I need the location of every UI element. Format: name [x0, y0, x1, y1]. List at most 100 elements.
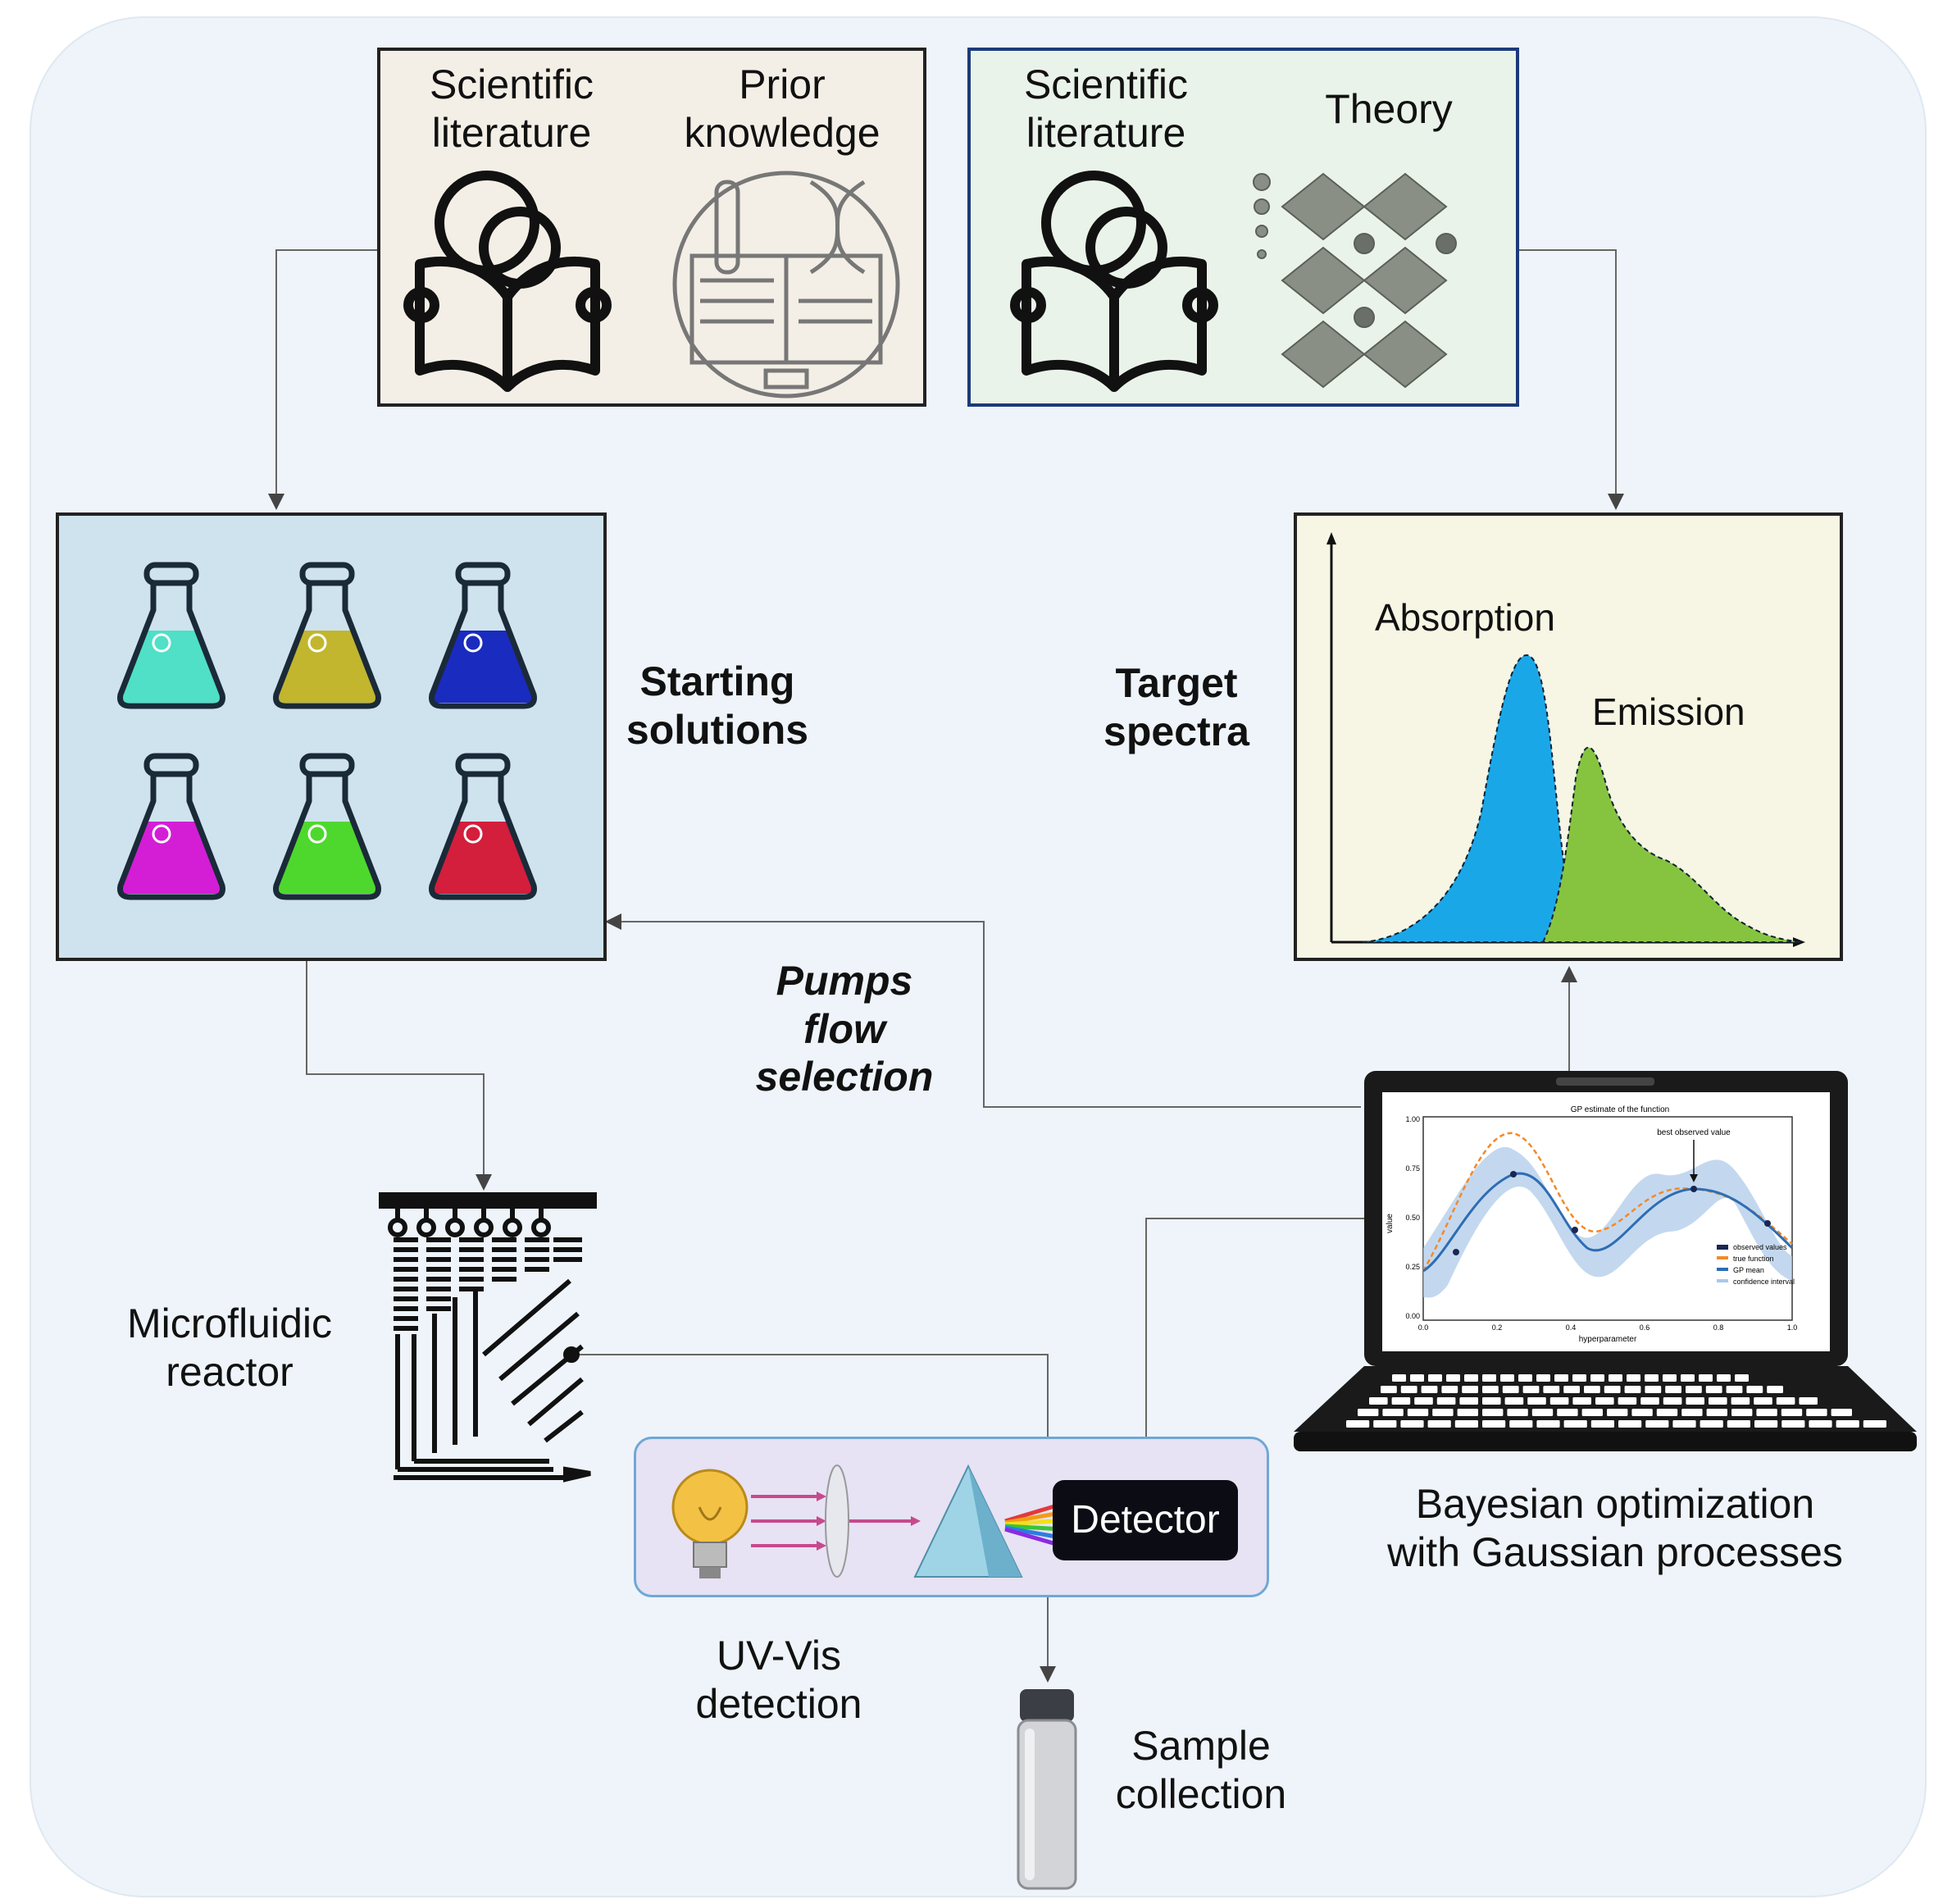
x-tick-label: 0.4 [1566, 1323, 1577, 1332]
y-tick-label: 0.00 [1405, 1312, 1420, 1320]
keyboard-key [1421, 1386, 1438, 1393]
screen-plot-ylabel: value [1386, 1214, 1395, 1233]
keyboard-key [1407, 1409, 1429, 1416]
detector-block: Detector [1053, 1480, 1238, 1560]
keyboard-key [1563, 1420, 1587, 1428]
keyboard-key [1400, 1420, 1424, 1428]
x-tick-label: 1.0 [1787, 1323, 1798, 1332]
uvvis-detection-box: Detector [634, 1437, 1269, 1597]
keyboard-key [1809, 1420, 1832, 1428]
keyboard-key [1609, 1374, 1622, 1382]
keyboard-key [1536, 1420, 1560, 1428]
keyboard-key [1557, 1409, 1578, 1416]
sample-vial-icon [1017, 1689, 1077, 1890]
legend-entry: GP mean [1733, 1266, 1764, 1274]
y-tick-label: 0.25 [1405, 1263, 1420, 1271]
crystal-structure-icon [1253, 172, 1457, 389]
keyboard-key [1504, 1397, 1524, 1405]
keyboard-key [1631, 1409, 1653, 1416]
theory-box: Scientific literature Theory [967, 48, 1519, 407]
keyboard-key [1410, 1374, 1424, 1382]
keyboard-key [1717, 1374, 1731, 1382]
keyboard-key [1726, 1386, 1743, 1393]
target-spectra-box: Absorption Emission [1294, 512, 1843, 961]
theory-left-label: Scientific literature [1023, 61, 1189, 156]
keyboard-key [1500, 1374, 1514, 1382]
keyboard-key [1446, 1374, 1460, 1382]
keyboard-key [1441, 1386, 1458, 1393]
knowledge-left-label: Scientific literature [429, 61, 594, 156]
sample-collection-label: Sample collection [1115, 1723, 1287, 1817]
keyboard-key [1392, 1374, 1406, 1382]
true-function [1422, 1132, 1793, 1272]
keyboard-key [1482, 1420, 1506, 1428]
keyboard-key [1382, 1409, 1404, 1416]
microfluidic-reactor-icon [379, 1192, 597, 1483]
keyboard-key [1618, 1420, 1642, 1428]
keyboard-key [1346, 1420, 1370, 1428]
keyboard-key [1618, 1397, 1637, 1405]
keyboard-key [1706, 1409, 1727, 1416]
emission-peak [1541, 746, 1802, 943]
keyboard-key [1414, 1397, 1433, 1405]
legend-entry: true function [1733, 1255, 1774, 1263]
keyboard-key [1590, 1420, 1614, 1428]
keyboard-key [1705, 1386, 1722, 1393]
keyboard-key [1686, 1386, 1702, 1393]
light-beams-icon [751, 1464, 1080, 1578]
keyboard-key [1767, 1386, 1783, 1393]
keyboard-key [1665, 1386, 1681, 1393]
flask-icon [117, 753, 225, 900]
keyboard-key [1806, 1409, 1827, 1416]
keyboard-key [1381, 1386, 1397, 1393]
keyboard-key [1572, 1397, 1591, 1405]
arrow-theory-to-spectra [1519, 249, 1624, 510]
starting-solutions-box [56, 512, 607, 961]
keyboard-key [1681, 1374, 1695, 1382]
reading-person-icon [403, 171, 612, 392]
keyboard-key [1672, 1420, 1696, 1428]
x-tick-label: 0.6 [1640, 1323, 1650, 1332]
confidence-band [1423, 1146, 1792, 1298]
keyboard-key [1754, 1397, 1772, 1405]
emission-label: Emission [1592, 690, 1745, 733]
flask-icon [429, 562, 537, 709]
lens-icon [825, 1464, 849, 1578]
keyboard-key [1543, 1386, 1560, 1393]
knowledge-right-label: Prior knowledge [684, 61, 880, 156]
keyboard-key [1482, 1409, 1504, 1416]
keyboard-key [1595, 1397, 1614, 1405]
screen-plot: GP estimate of the function 1.000.750.50… [1386, 1105, 1798, 1344]
bayesian-label: Bayesian optimization with Gaussian proc… [1387, 1481, 1843, 1575]
keyboard-key [1459, 1397, 1478, 1405]
x-tick-label: 0.8 [1713, 1323, 1724, 1332]
keyboard-key [1563, 1386, 1580, 1393]
keyboard-key [1799, 1397, 1818, 1405]
x-tick-label: 0.0 [1418, 1323, 1429, 1332]
keyboard-key [1584, 1386, 1600, 1393]
keyboard-key [1358, 1409, 1379, 1416]
flask-icon [117, 562, 225, 709]
arrow-laptop-to-solutions [605, 913, 1361, 1108]
keyboard-key [1645, 1420, 1669, 1428]
flask-icon [273, 562, 381, 709]
knowledge-box: Scientific literature Prior knowledge [377, 48, 926, 407]
keyboard-key [1735, 1374, 1749, 1382]
keyboard-key [1507, 1409, 1528, 1416]
keyboard-key [1709, 1397, 1727, 1405]
keyboard-key [1700, 1420, 1723, 1428]
keyboard-key [1581, 1409, 1603, 1416]
keyboard-key [1699, 1374, 1713, 1382]
keyboard-key [1400, 1386, 1417, 1393]
keyboard-key [1863, 1420, 1886, 1428]
keyboard-key [1549, 1397, 1569, 1405]
keyboard-key [1731, 1397, 1750, 1405]
absorption-label: Absorption [1375, 596, 1555, 639]
y-tick-label: 0.50 [1405, 1214, 1420, 1222]
keyboard-key [1432, 1409, 1454, 1416]
keyboard-key [1627, 1374, 1640, 1382]
keyboard-key [1502, 1386, 1519, 1393]
pumps-flow-label: Pumps flow selection [755, 958, 934, 1100]
keyboard-key [1373, 1420, 1397, 1428]
keyboard-key [1531, 1409, 1554, 1416]
